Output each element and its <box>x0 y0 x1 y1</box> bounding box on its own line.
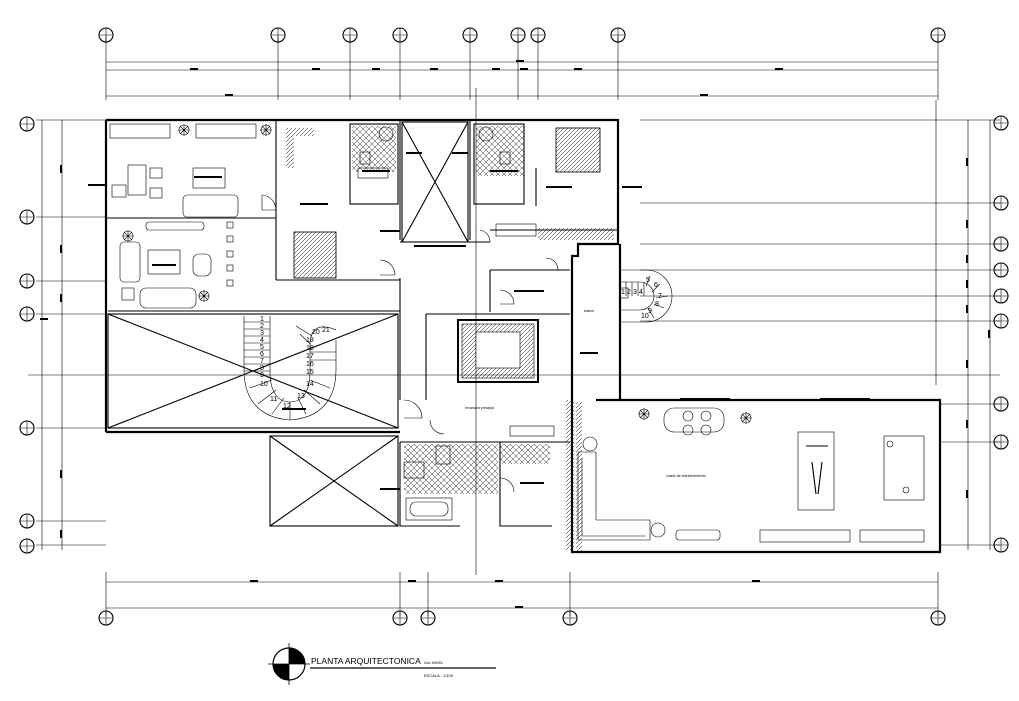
north-symbol-quadrant-1 <box>289 648 305 664</box>
stair-step-5: 5 <box>260 344 264 351</box>
stair-step-19: 19 <box>306 337 314 344</box>
main-stair <box>243 316 337 421</box>
stair-step-17: 17 <box>306 353 314 360</box>
stair-step-16: 16 <box>306 361 314 368</box>
main-stair-numbers: 1 2 3 4 5 6 7 8 9 10 11 12 13 14 15 16 1… <box>260 316 330 410</box>
spiral-step-5: 5 <box>646 277 650 284</box>
spiral-step-7: 7 <box>658 293 662 300</box>
spiral-step-3: 3 <box>633 289 637 296</box>
stair-step-8: 8 <box>260 365 264 372</box>
stair-step-20: 20 <box>312 329 320 336</box>
drawing-scale: ESCALA - 1/100 <box>424 673 454 678</box>
stair-step-14: 14 <box>306 381 314 388</box>
hatched-floor-areas <box>286 126 614 552</box>
spiral-step-9: 9 <box>648 308 652 315</box>
stair-step-1: 1 <box>260 316 264 323</box>
furniture <box>109 123 925 543</box>
stair-step-13: 13 <box>297 393 305 400</box>
room-label-entertainment: cuarto de entretenimiento <box>666 474 706 478</box>
pool-table <box>806 445 828 495</box>
stair-step-12: 12 <box>283 403 291 410</box>
stair-step-21: 21 <box>322 327 330 334</box>
drawing-title-suffix: 2do NIVEL <box>424 660 444 665</box>
spiral-step-1: 1 <box>621 289 625 296</box>
stair-step-18: 18 <box>306 345 314 352</box>
stair-step-2: 2 <box>260 323 264 330</box>
north-symbol-quadrant-2 <box>273 664 289 680</box>
interior-walls <box>106 120 618 527</box>
stair-step-4: 4 <box>260 337 264 344</box>
spiral-step-10: 10 <box>641 313 649 320</box>
spiral-stair <box>620 269 673 323</box>
stair-step-11: 11 <box>270 396 277 403</box>
title-block: PLANTA ARQUITECTONICA 2do NIVEL ESCALA -… <box>268 643 496 685</box>
spiral-stair-numbers: 1 2 3 4 5 6 7 8 9 10 <box>621 277 662 320</box>
stair-step-10: 10 <box>260 381 268 388</box>
spiral-step-2: 2 <box>627 289 631 296</box>
spiral-step-8: 8 <box>655 301 659 308</box>
stair-step-7: 7 <box>260 358 264 365</box>
plant-symbols <box>122 124 752 424</box>
stair-step-3: 3 <box>260 330 264 337</box>
drawing-title: PLANTA ARQUITECTONICA <box>311 656 421 666</box>
spiral-step-4: 4 <box>639 289 643 296</box>
stair-step-15: 15 <box>306 369 314 376</box>
spiral-step-6: 6 <box>654 282 658 289</box>
stair-step-6: 6 <box>260 351 264 358</box>
grid-axis-marker-ticks <box>20 28 1008 625</box>
room-label-master-bedroom: recamara principal <box>465 406 494 410</box>
dimension-ticks <box>40 60 990 608</box>
annotation-marks <box>88 152 870 490</box>
room-label-balcony: balcon <box>584 309 594 313</box>
door-swings <box>261 194 559 493</box>
stair-step-9: 9 <box>260 372 264 379</box>
